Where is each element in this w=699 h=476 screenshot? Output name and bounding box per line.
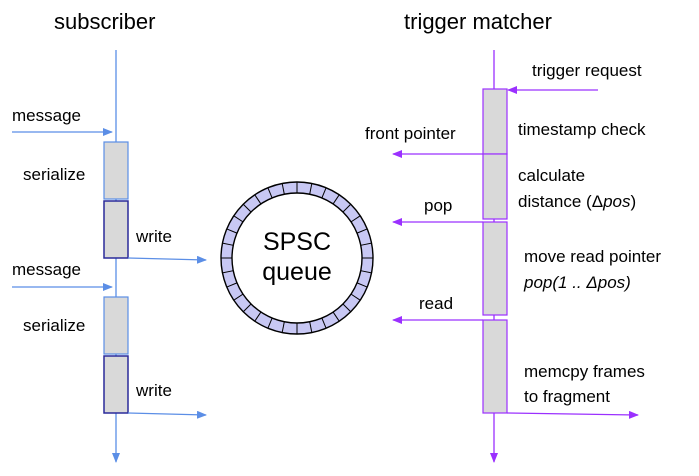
queue-slot-divider [281,183,285,195]
write-arrow-2 [127,410,207,419]
queue-slot-divider [321,187,327,199]
queue-slot-divider [226,282,238,288]
serialize-label-1: serialize [23,165,85,184]
queue-slot-divider [242,203,252,213]
read-label: read [419,294,453,313]
serialize-box-1 [103,141,129,200]
calculate-distance-box [482,153,508,220]
queue-slot-divider [342,303,352,313]
trigger-matcher-title: trigger matcher [404,9,552,34]
memcpy-label-line2: to fragment [524,387,610,406]
write-box-2 [103,355,129,414]
calc-pos-italic: pos [602,192,631,211]
queue-slot-divider [356,228,368,234]
queue-slot-divider [254,311,262,322]
subscriber-title: subscriber [54,9,155,34]
queue-slot-divider [360,270,372,274]
calculate-label-line1: calculate [518,166,585,185]
memcpy-out-arrow [506,410,639,419]
move-read-pointer-box [482,221,508,316]
serialize-label-2: serialize [23,316,85,335]
spsc-queue-ring [220,181,374,335]
message-label-1: message [12,106,81,125]
queue-slot-divider [309,321,313,333]
message-label-2: message [12,260,81,279]
queue-slot-divider [332,194,340,205]
queue-slot-divider [254,194,262,205]
memcpy-frames-box [482,319,508,414]
queue-slot-divider [233,293,244,301]
queue-slot-divider [342,203,352,213]
queue-slot-divider [226,228,238,234]
queue-slot-divider [321,317,327,329]
queue-slot-dividers [221,182,373,334]
queue-slot-divider [233,215,244,223]
queue-label-line1: SPSC [263,228,331,256]
memcpy-label-line1: memcpy frames [524,362,645,381]
queue-slot-divider [350,293,361,301]
queue-slot-divider [281,321,285,333]
front-pointer-label: front pointer [365,124,456,143]
calculate-label-line2: distance (Δpos) [518,192,636,211]
serialize-box-2 [103,296,129,355]
queue-slot-divider [267,187,273,199]
move-read-pointer-label-line1: move read pointer [524,247,661,266]
calc-suffix: ) [630,192,636,211]
queue-slot-divider [356,282,368,288]
queue-slot-divider [332,311,340,322]
queue-slot-divider [350,215,361,223]
queue-slot-divider [309,183,313,195]
queue-slot-divider [222,270,234,274]
write-label-2: write [135,381,172,400]
timestamp-check-label: timestamp check [518,120,646,139]
queue-slot-divider [222,242,234,246]
write-label-1: write [135,227,172,246]
pop-label: pop [424,196,452,215]
move-read-pointer-label-line2: pop(1 .. Δpos) [523,273,631,292]
trigger-request-label: trigger request [532,61,642,80]
calc-prefix: distance (Δ [518,192,603,211]
timestamp-check-box [482,88,508,155]
write-arrow-1 [127,255,207,264]
queue-slot-divider [242,303,252,313]
queue-slot-divider [267,317,273,329]
write-box-1 [103,200,129,259]
queue-slot-divider [360,242,372,246]
queue-label-line2: queue [262,258,332,286]
